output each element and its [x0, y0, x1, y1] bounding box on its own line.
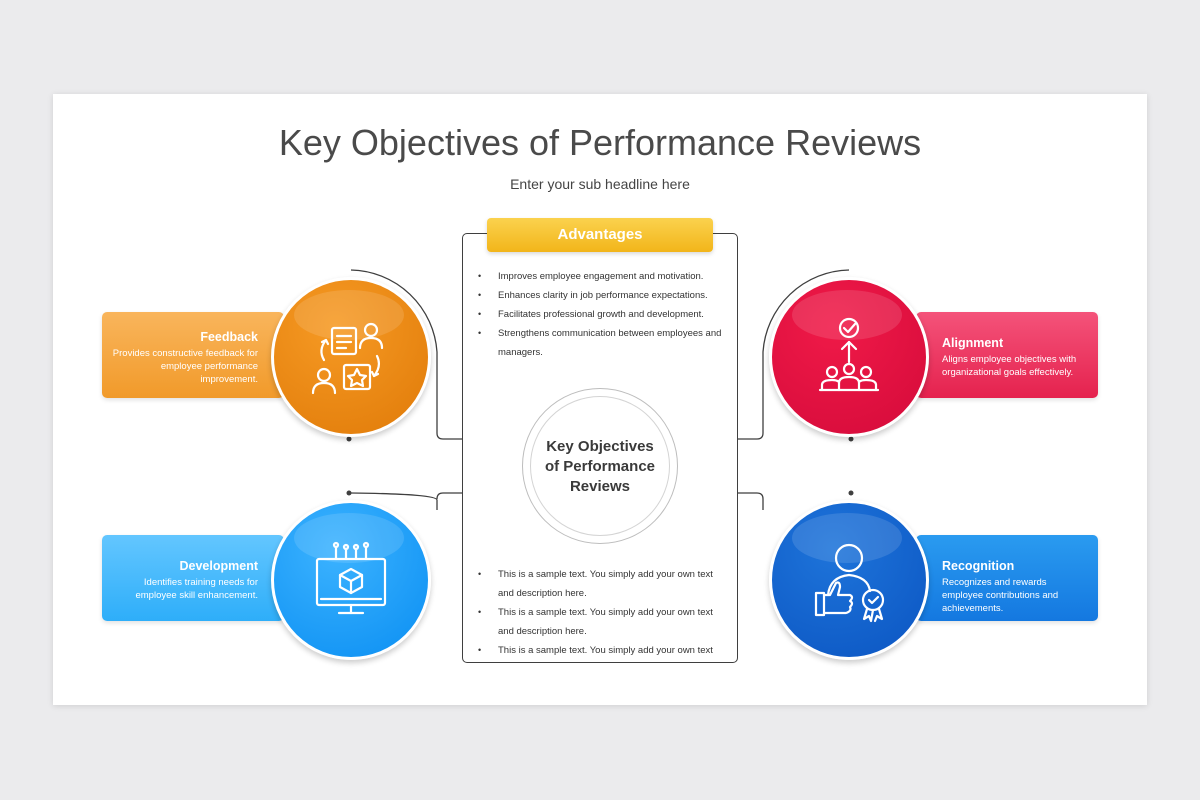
list-item: This is a sample text. You simply add yo…: [476, 565, 726, 603]
feedback-title: Feedback: [200, 330, 258, 344]
page-title: Key Objectives of Performance Reviews: [278, 122, 922, 163]
recognition-description: Recognizes and rewards employee contribu…: [942, 577, 1059, 614]
advantages-tab: Advantages: [487, 218, 713, 252]
center-line: of Performance: [544, 458, 656, 475]
center-circle-inner-ring: [530, 396, 670, 536]
center-circle-label: Key Objectives of Performance Reviews: [530, 437, 670, 497]
alignment-circle: [769, 277, 929, 437]
alignment-title: Alignment: [942, 336, 1004, 350]
development-description: Identifies training needs for employee s…: [135, 577, 258, 601]
center-circle: [512, 388, 688, 544]
team-goal-icon: [818, 317, 880, 392]
thumbs-up-award-icon: [814, 543, 885, 623]
list-item: This is a sample text. You simply add yo…: [476, 641, 726, 660]
feedback-description: Provides constructive feedback for emplo…: [112, 348, 258, 385]
alignment-description: Aligns employee objectives with organiza…: [942, 354, 1077, 378]
feedback-circle: [271, 277, 431, 437]
list-item: Enhances clarity in job performance expe…: [476, 286, 726, 305]
recognition-card: Recognition Recognizes and rewards emplo…: [916, 535, 1098, 621]
sample-text-list: This is a sample text. You simply add yo…: [476, 565, 726, 660]
center-line: Key Objectives: [546, 438, 654, 455]
development-card: Development Identifies training needs fo…: [102, 535, 284, 621]
list-item: Facilitates professional growth and deve…: [476, 305, 726, 324]
list-item: This is a sample text. You simply add yo…: [476, 603, 726, 641]
recognition-title: Recognition: [942, 559, 1015, 573]
center-line: Reviews: [569, 478, 631, 495]
advantages-list: Improves employee engagement and motivat…: [476, 267, 726, 362]
feedback-icon: [311, 322, 384, 395]
development-title: Development: [179, 559, 259, 573]
list-item: Strengthens communication between employ…: [476, 324, 726, 362]
recognition-circle: [769, 500, 929, 660]
feedback-card: Feedback Provides constructive feedback …: [102, 312, 284, 398]
computer-cube-icon: [315, 541, 387, 615]
development-circle: [271, 500, 431, 660]
page-subtitle: Enter your sub headline here: [510, 176, 690, 192]
alignment-card: Alignment Aligns employee objectives wit…: [916, 312, 1098, 398]
list-item: Improves employee engagement and motivat…: [476, 267, 726, 286]
